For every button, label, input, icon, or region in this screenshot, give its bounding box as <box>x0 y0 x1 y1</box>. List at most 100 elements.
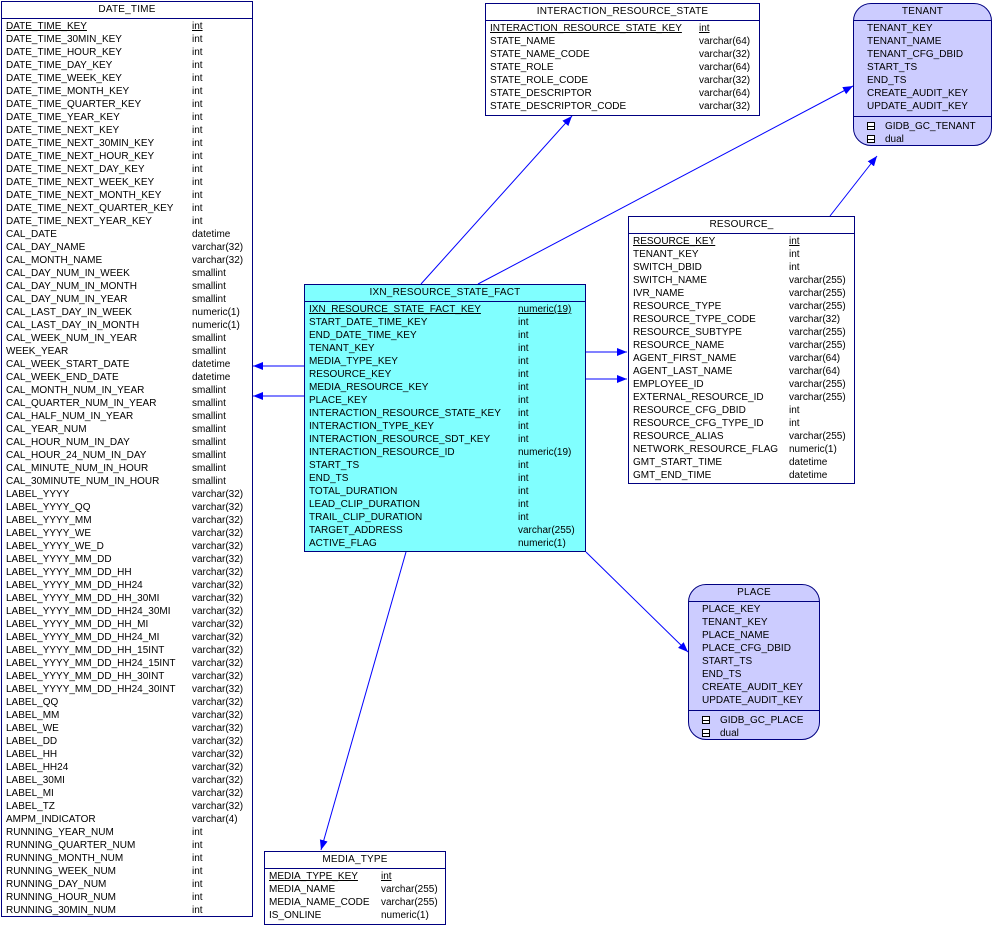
column-name: INTERACTION_RESOURCE_STATE_KEY <box>309 408 501 419</box>
column-type: numeric(1) <box>789 444 837 455</box>
column-type: varchar(32) <box>192 671 244 682</box>
column-name: RESOURCE_KEY <box>309 369 392 380</box>
primary-key-name: RESOURCE_KEY <box>633 236 716 247</box>
column-name: DATE_TIME_NEXT_30MIN_KEY <box>6 138 155 149</box>
source-row: dual <box>689 727 819 740</box>
source-row: dual <box>854 133 991 146</box>
column-type: varchar(32) <box>192 658 244 669</box>
column-type: varchar(255) <box>789 301 846 312</box>
column-name: LABEL_QQ <box>6 697 59 708</box>
column-name: DATE_TIME_NEXT_QUARTER_KEY <box>6 203 174 214</box>
column-type: int <box>192 879 203 890</box>
column-type: varchar(64) <box>789 366 841 377</box>
column-type: int <box>518 343 529 354</box>
column-type: int <box>192 177 203 188</box>
column-name: STATE_NAME <box>490 36 556 47</box>
table-interaction-resource-state[interactable]: INTERACTION_RESOURCE_STATE INTERACTION_R… <box>485 3 760 116</box>
column-name: CAL_YEAR_NUM <box>6 424 87 435</box>
column-type: smallint <box>192 268 226 279</box>
column-type: varchar(32) <box>192 710 244 721</box>
column-name: RUNNING_WEEK_NUM <box>6 866 117 877</box>
column-type: varchar(32) <box>192 489 244 500</box>
column-type: datetime <box>192 359 231 370</box>
column-name: PLACE_KEY <box>702 604 761 615</box>
column-name: INTERACTION_RESOURCE_ID <box>309 447 455 458</box>
column-type: varchar(32) <box>192 528 244 539</box>
column-name: INTERACTION_RESOURCE_SDT_KEY <box>309 434 491 445</box>
column-name: LABEL_YYYY_MM_DD_HH_30MI <box>6 593 160 604</box>
column-name: RESOURCE_ALIAS <box>633 431 724 442</box>
column-type: varchar(32) <box>192 762 244 773</box>
column-name: CAL_DAY_NUM_IN_WEEK <box>6 268 130 279</box>
table-title: IXN_RESOURCE_STATE_FACT <box>305 285 585 302</box>
column-type: numeric(1) <box>518 538 566 549</box>
column-row: LABEL_YYYY_MM_DD_HH24_30MI varchar(32) <box>2 605 252 618</box>
column-name: LABEL_YYYY <box>6 489 70 500</box>
column-type: smallint <box>192 294 226 305</box>
link-fact-to-tenant <box>477 85 854 285</box>
column-row: START_TS <box>689 655 819 668</box>
column-name: DATE_TIME_NEXT_DAY_KEY <box>6 164 145 175</box>
column-name: DATE_TIME_MONTH_KEY <box>6 86 130 97</box>
column-name: SWITCH_NAME <box>633 275 707 286</box>
column-name: LABEL_YYYY_MM_DD_HH24_30MI <box>6 606 171 617</box>
column-type: int <box>192 905 203 916</box>
table-ixn-resource-state-fact[interactable]: IXN_RESOURCE_STATE_FACT IXN_RESOURCE_STA… <box>304 284 586 552</box>
column-type: varchar(32) <box>192 541 244 552</box>
column-name: STATE_ROLE <box>490 62 554 73</box>
column-name: CAL_WEEK_NUM_IN_YEAR <box>6 333 138 344</box>
column-type: varchar(255) <box>789 327 846 338</box>
column-type: varchar(32) <box>192 632 244 643</box>
column-name: TARGET_ADDRESS <box>309 525 403 536</box>
column-type: smallint <box>192 437 226 448</box>
column-name: CAL_HALF_NUM_IN_YEAR <box>6 411 134 422</box>
column-type: int <box>192 827 203 838</box>
column-name: LABEL_MM <box>6 710 60 721</box>
column-name: RESOURCE_TYPE <box>633 301 722 312</box>
column-type: int <box>518 395 529 406</box>
column-name: EMPLOYEE_ID <box>633 379 704 390</box>
column-row: TARGET_ADDRESS varchar(255) <box>305 524 585 537</box>
column-type: varchar(32) <box>192 606 244 617</box>
column-type: varchar(32) <box>789 314 841 325</box>
column-name: RESOURCE_TYPE_CODE <box>633 314 756 325</box>
column-type: varchar(255) <box>518 525 575 536</box>
column-name: LABEL_YYYY_MM_DD_HH_MI <box>6 619 149 630</box>
